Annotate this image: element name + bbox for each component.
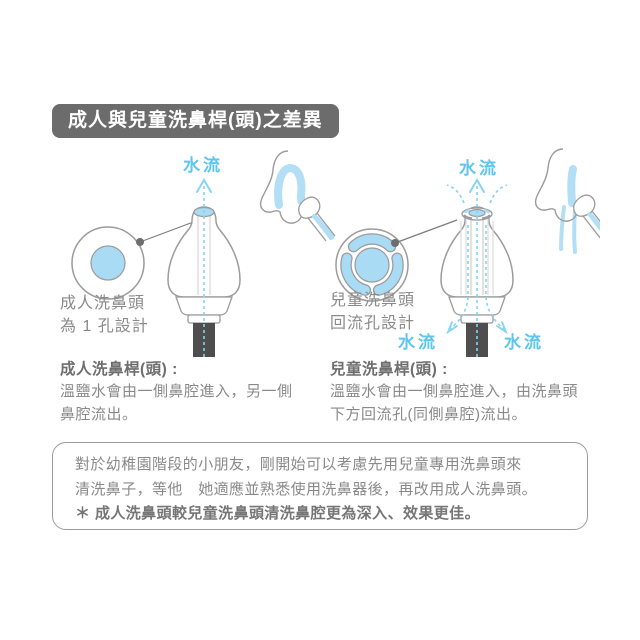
adult-desc-line1: 溫鹽水會由一側鼻腔進入，另一側 — [60, 383, 293, 400]
child-flow-arrows — [446, 178, 508, 357]
note-line2: 清洗鼻子，等他 她適應並熟悉使用洗鼻器後，再改用成人洗鼻頭。 — [75, 481, 538, 498]
adult-nose-illustration — [259, 150, 336, 242]
child-center-hole — [354, 247, 390, 283]
child-desc-line1: 溫鹽水會由一側鼻腔進入，由洗鼻頭 — [330, 383, 579, 400]
child-stem — [466, 323, 488, 357]
child-flow-label-top: 水流 — [459, 159, 499, 178]
adult-hole-detail-circle — [71, 220, 197, 300]
adult-single-hole — [90, 245, 126, 281]
adult-section-heading: 成人洗鼻桿(頭) : — [60, 361, 178, 378]
note-box — [52, 442, 588, 530]
adult-diagram — [71, 150, 336, 357]
child-diagram — [335, 148, 600, 357]
adult-stem — [193, 323, 215, 357]
adult-detail-caption-line1: 成人洗鼻頭 — [60, 295, 146, 312]
child-flow-label-bottom-right: 水流 — [504, 333, 544, 352]
child-detail-caption: 兒童洗鼻頭 回流孔設計 — [330, 289, 415, 335]
child-section-heading: 兒童洗鼻桿(頭) : — [330, 361, 448, 378]
child-hole-detail-circle — [335, 219, 458, 302]
note-line1: 對於幼稚園階段的小朋友，剛開始可以考慮先用兒童專用洗鼻頭來 — [75, 456, 522, 473]
child-detail-caption-line2: 回流孔設計 — [330, 315, 416, 332]
title-badge: 成人與兒童洗鼻桿(頭)之差異 — [52, 104, 339, 138]
child-desc-line2: 下方回流孔(同側鼻腔)流出。 — [330, 406, 527, 423]
adult-detail-caption-line2: 為 1 孔設計 — [60, 318, 149, 335]
note-line3: ＊ 成人洗鼻頭較兒童洗鼻頭清洗鼻腔更為深入、效果更佳。 — [75, 505, 480, 522]
child-nose-illustration — [534, 148, 600, 254]
child-backflow-arcs — [340, 233, 404, 296]
adult-flow-arrow — [196, 178, 212, 357]
adult-desc-line2: 鼻腔流出。 — [60, 406, 138, 423]
adult-detail-caption: 成人洗鼻頭 為 1 孔設計 — [60, 292, 149, 338]
child-detail-caption-line1: 兒童洗鼻頭 — [330, 292, 416, 309]
adult-flow-label: 水流 — [183, 156, 223, 175]
child-flow-label-bottom-left: 水流 — [398, 333, 438, 352]
